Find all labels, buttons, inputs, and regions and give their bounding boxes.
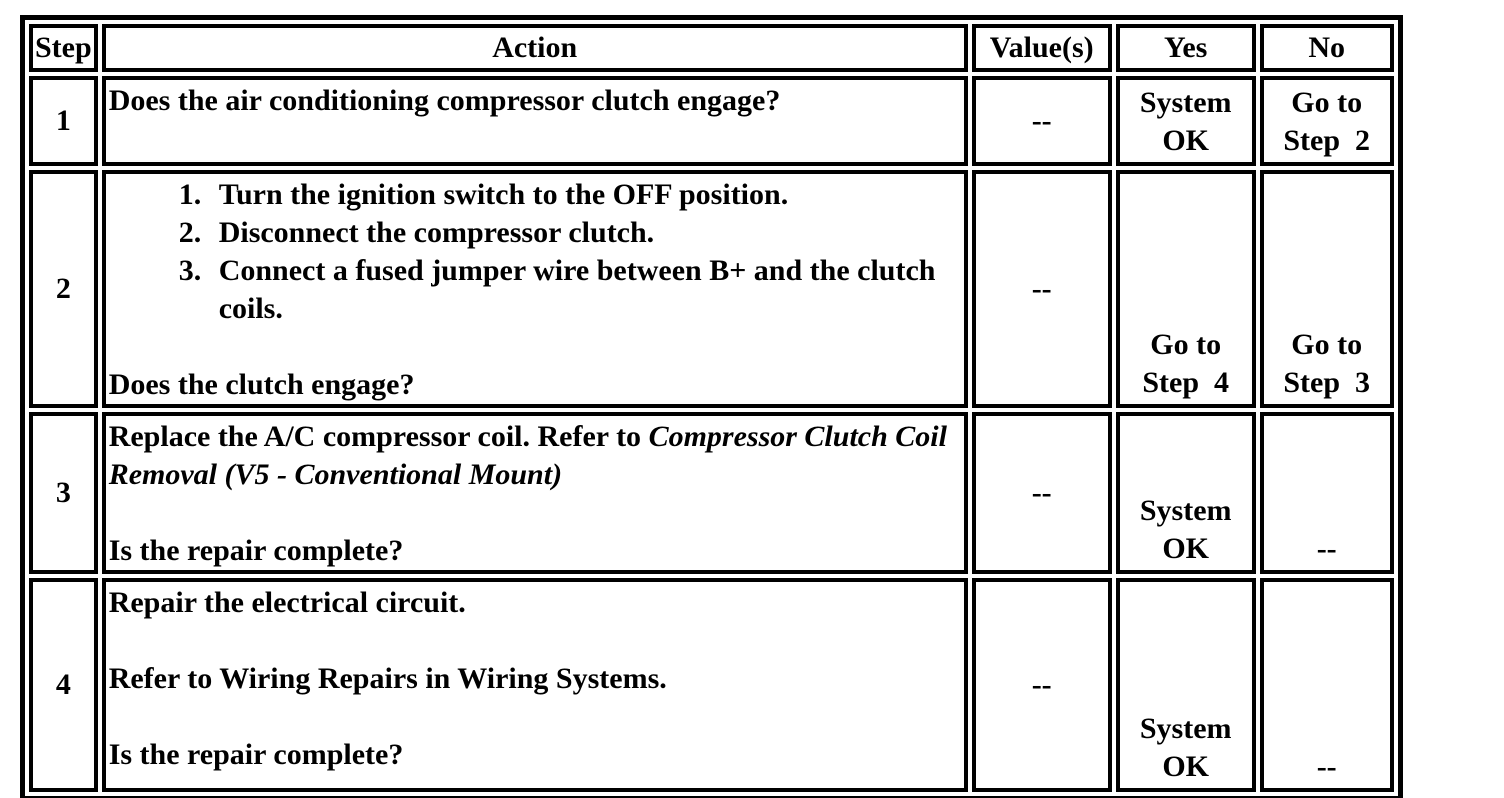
action-reference-line: Refer to Wiring Repairs in Wiring System… (108, 662, 667, 695)
table-row-step-4: 4 Repair the electrical circuit. Refer t… (29, 578, 1394, 792)
diagnostic-table: Step Action Value(s) Yes No 1 Does the a… (20, 15, 1403, 798)
step-number: 3 (29, 412, 98, 574)
value-cell: -- (971, 76, 1112, 166)
action-list-item: Connect a fused jumper wire between B+ a… (209, 252, 961, 328)
action-cell: Replace the A/C compressor coil. Refer t… (101, 412, 968, 574)
action-list-item: Turn the ignition switch to the OFF posi… (209, 176, 961, 214)
step-number: 4 (29, 578, 98, 792)
action-question: Is the repair complete? (108, 738, 404, 771)
action-steps-list: Turn the ignition switch to the OFF posi… (109, 176, 961, 328)
step-number: 1 (29, 76, 98, 166)
table-row-step-3: 3 Replace the A/C compressor coil. Refer… (29, 412, 1394, 574)
action-question: Is the repair complete? (108, 534, 404, 567)
header-row: Step Action Value(s) Yes No (29, 24, 1394, 72)
yes-cell: System OK (1115, 412, 1256, 574)
no-cell: Go to Step 3 (1259, 170, 1394, 408)
no-cell: -- (1259, 578, 1394, 792)
value-cell: -- (971, 170, 1112, 408)
yes-cell: System OK (1115, 76, 1256, 166)
no-cell: Go to Step 2 (1259, 76, 1394, 166)
action-cell: Turn the ignition switch to the OFF posi… (101, 170, 968, 408)
action-text: Replace the A/C compressor coil. Refer t… (108, 420, 649, 453)
yes-cell: Go to Step 4 (1115, 170, 1256, 408)
table-row-step-2: 2 Turn the ignition switch to the OFF po… (29, 170, 1394, 408)
action-instruction: Replace the A/C compressor coil. Refer t… (109, 418, 961, 494)
no-cell: -- (1259, 412, 1394, 574)
header-cell-no: No (1259, 24, 1394, 72)
action-list-item: Disconnect the compressor clutch. (209, 214, 961, 252)
header-cell-yes: Yes (1115, 24, 1256, 72)
yes-cell: System OK (1115, 578, 1256, 792)
table-row-step-1: 1 Does the air conditioning compressor c… (29, 76, 1394, 166)
value-cell: -- (971, 412, 1112, 574)
action-cell: Repair the electrical circuit. Refer to … (101, 578, 968, 792)
step-number: 2 (29, 170, 98, 408)
header-cell-values: Value(s) (971, 24, 1112, 72)
action-question: Does the clutch engage? (108, 368, 415, 401)
action-cell: Does the air conditioning compressor clu… (101, 76, 968, 166)
action-question: Does the air conditioning compressor clu… (108, 84, 781, 117)
action-reference: Compressor Clutch Coil Removal (V5 - Con… (108, 420, 947, 491)
header-cell-action: Action (101, 24, 968, 72)
value-cell: -- (971, 578, 1112, 792)
action-instruction: Repair the electrical circuit. (108, 586, 466, 619)
header-cell-step: Step (29, 24, 98, 72)
